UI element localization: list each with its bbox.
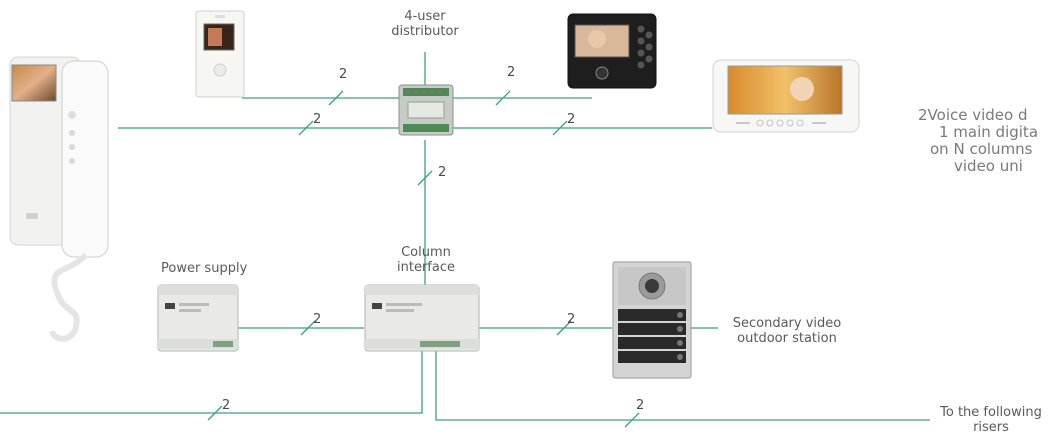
column-interface-unit: [364, 284, 480, 352]
distributor-label-line1: 4-user: [404, 9, 446, 24]
secondary-station-label: Secondary video outdoor station: [722, 316, 852, 346]
distributor-label: 4-user distributor: [384, 9, 466, 39]
secondary-outdoor-station: [612, 261, 692, 379]
wire-riser-left: [0, 348, 423, 414]
slash-mark: [300, 320, 316, 336]
column-interface-label: Column interface: [386, 245, 466, 275]
description-line1: 2Voice video d: [918, 107, 1028, 124]
following-label-line1: To the following: [940, 405, 1042, 420]
video-intercom-large: [712, 59, 860, 133]
following-label-line2: risers: [973, 420, 1009, 435]
slash-mark: [495, 90, 511, 106]
description-line2: 1 main digita: [939, 123, 1039, 141]
wire-riser-right: [435, 348, 930, 421]
video-intercom-black: [567, 13, 657, 89]
distributor-label-line2: distributor: [391, 24, 459, 39]
description-line4: video uni: [954, 157, 1023, 175]
slash-mark: [298, 120, 314, 136]
column-label-line2: interface: [397, 260, 455, 275]
wire-count: 2: [313, 112, 322, 127]
slash-mark: [552, 120, 568, 136]
secondary-label-line1: Secondary video: [732, 316, 842, 331]
slash-mark: [417, 170, 433, 186]
wire-count: 2: [438, 165, 447, 180]
wire-count: 2: [636, 398, 645, 413]
wire-count: 2: [507, 65, 516, 80]
wire-count: 2: [567, 112, 576, 127]
slash-mark: [207, 405, 223, 421]
description-line3: on N columns: [930, 140, 1033, 158]
column-label-line1: Column: [401, 245, 451, 260]
wire-count: 2: [339, 67, 348, 82]
power-supply-label: Power supply: [161, 261, 248, 276]
four-user-distributor: [398, 84, 454, 136]
video-intercom-white: [195, 10, 245, 98]
system-description: 2Voice video d 1 main digita on N column…: [912, 107, 1054, 207]
slash-mark: [328, 90, 344, 106]
slash-mark: [624, 412, 640, 428]
handset-video-intercom: [9, 56, 109, 342]
power-supply-unit: [157, 284, 239, 352]
wire-count: 2: [567, 312, 576, 327]
secondary-label-line2: outdoor station: [737, 331, 837, 346]
slash-mark: [556, 320, 572, 336]
wire-count: 2: [222, 398, 231, 413]
wire-count: 2: [313, 312, 322, 327]
following-risers-label: To the following risers: [932, 405, 1050, 435]
